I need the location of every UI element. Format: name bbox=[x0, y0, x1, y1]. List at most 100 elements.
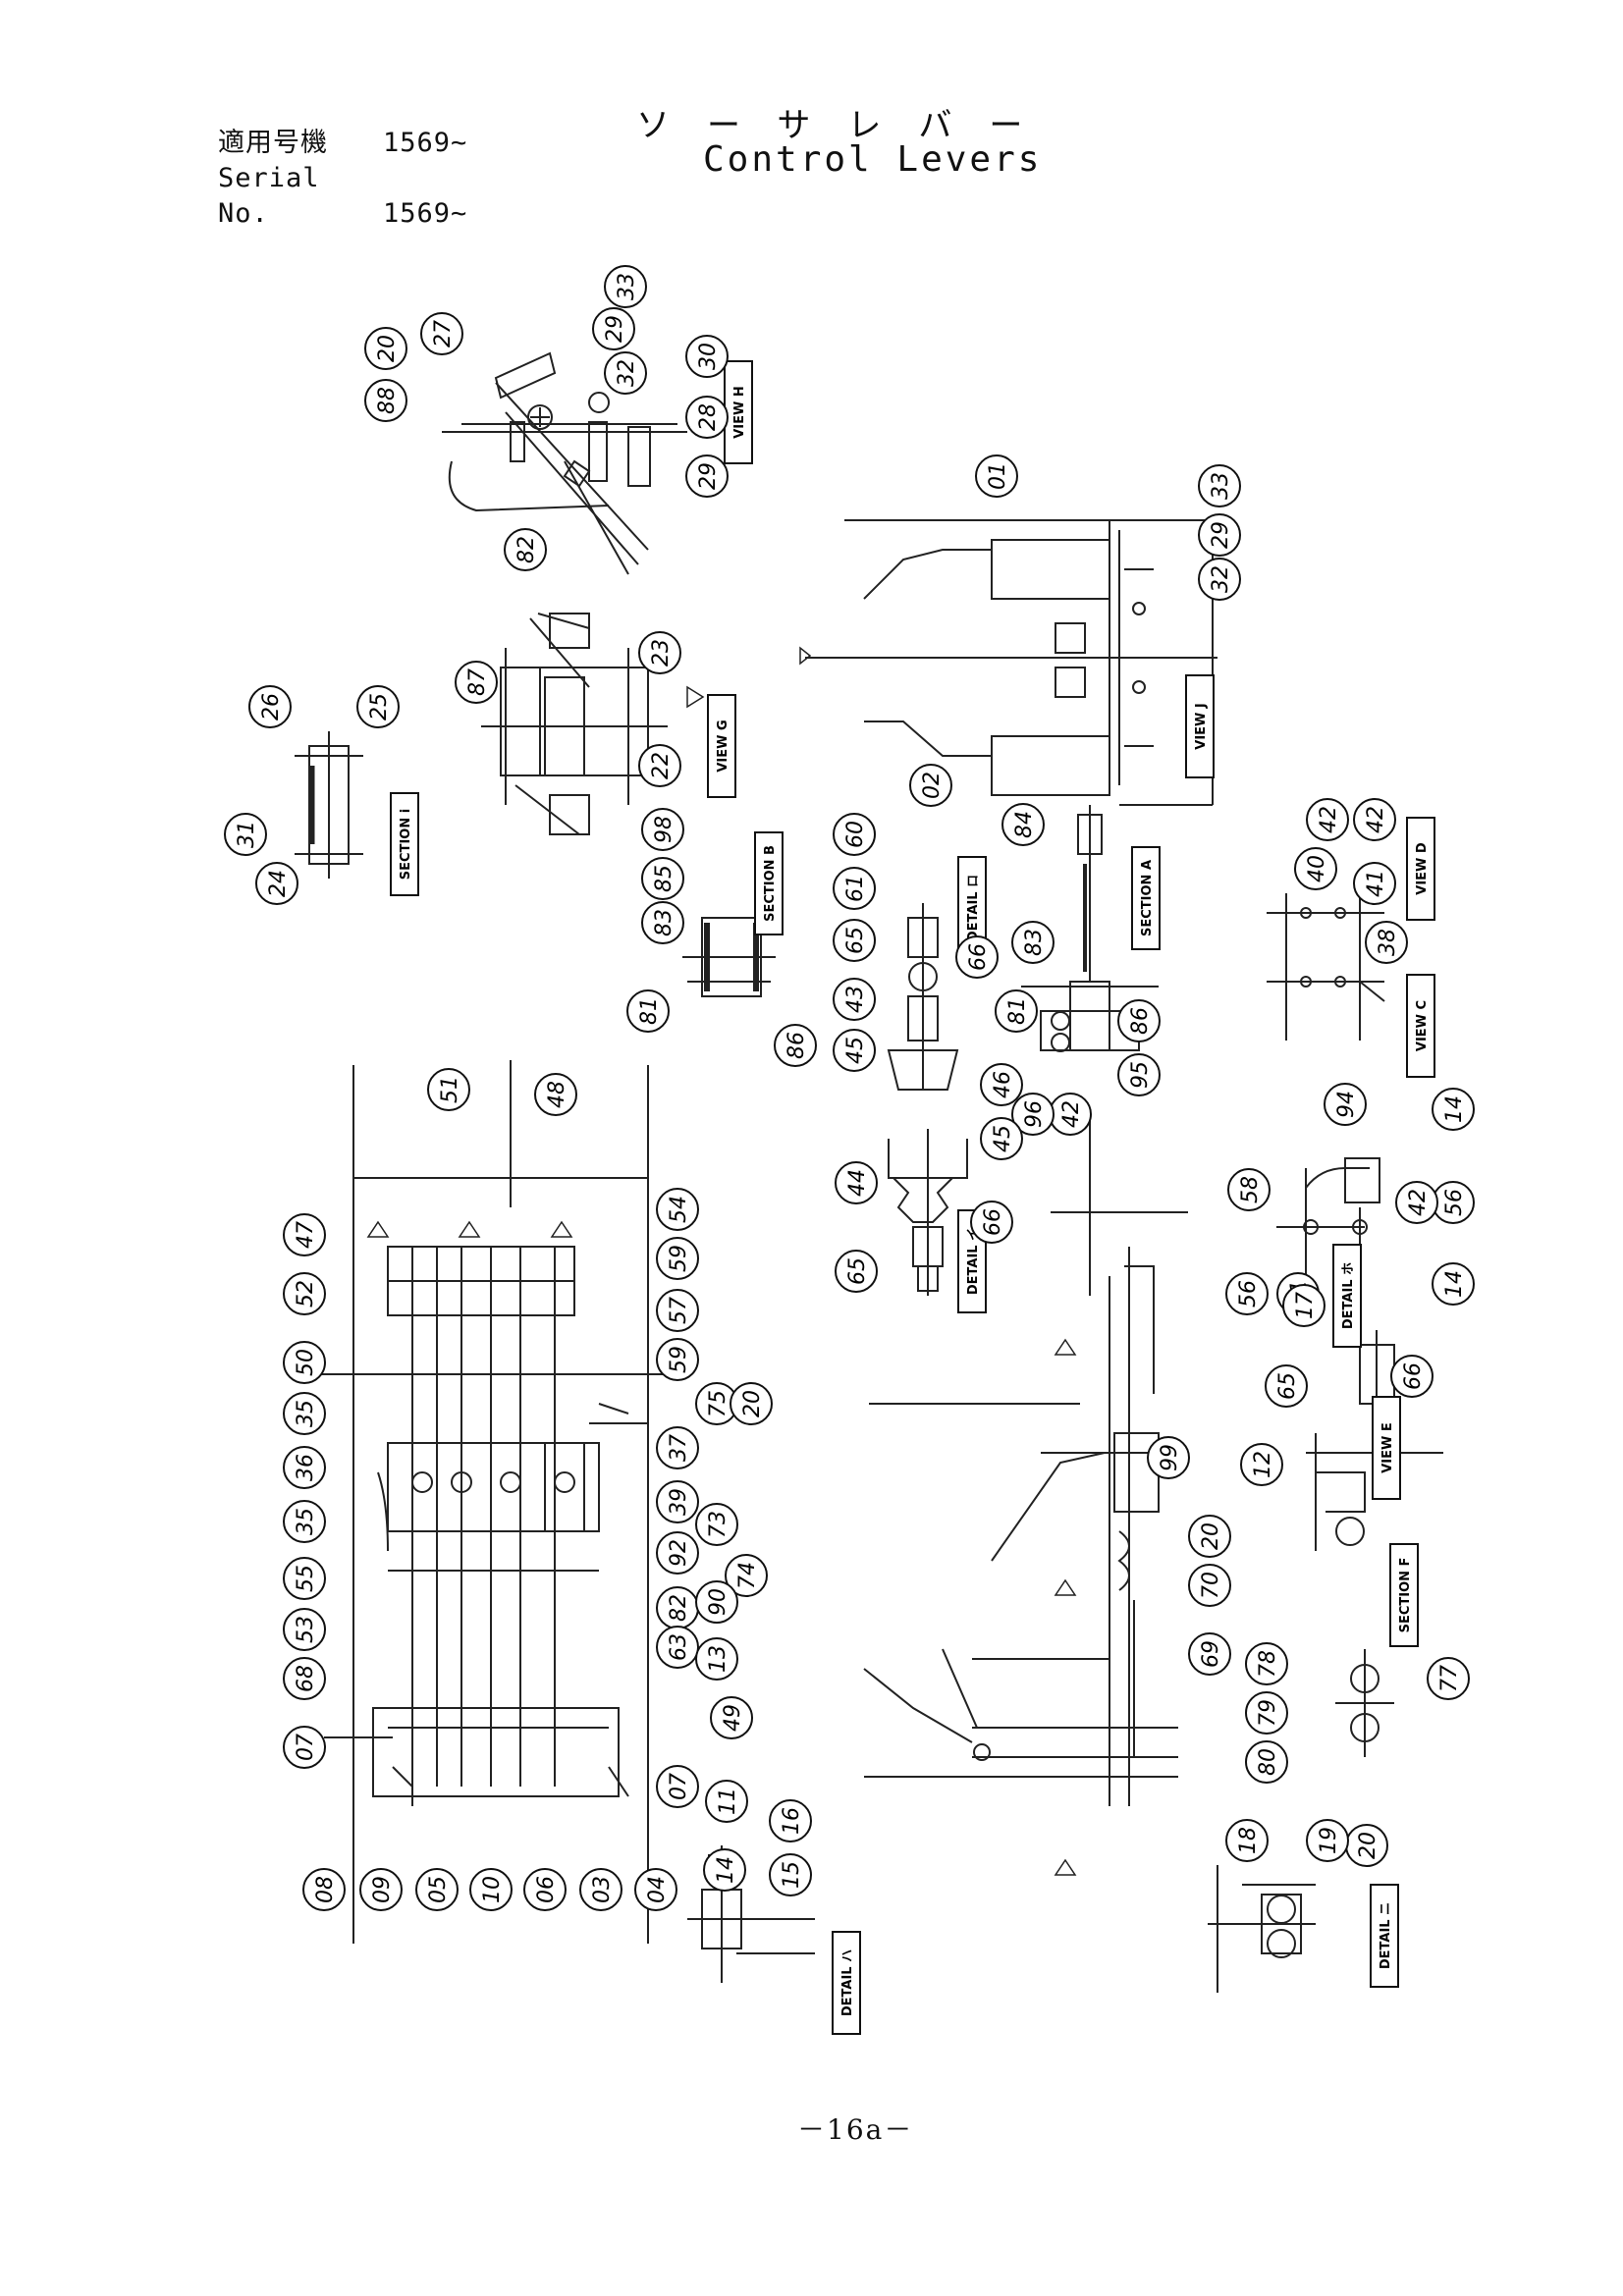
svg-text:DETAIL ホ: DETAIL ホ bbox=[1341, 1262, 1356, 1329]
part-callout: 37 bbox=[656, 1426, 699, 1469]
callout-number: 14 bbox=[1442, 1095, 1467, 1123]
part-callout: 31 bbox=[224, 813, 267, 856]
part-callout: 41 bbox=[1353, 862, 1396, 905]
part-callout: 25 bbox=[356, 685, 400, 728]
part-callout: 53 bbox=[283, 1608, 326, 1651]
svg-text:VIEW J: VIEW J bbox=[1194, 703, 1209, 749]
callout-circle bbox=[995, 989, 1038, 1033]
part-callout: 42 bbox=[1395, 1181, 1438, 1224]
part-callout: 35 bbox=[283, 1500, 326, 1543]
callout-circle bbox=[1245, 1691, 1288, 1735]
callout-number: 06 bbox=[534, 1876, 559, 1903]
section-f-drawing bbox=[1335, 1649, 1394, 1757]
callout-number: 90 bbox=[706, 1588, 730, 1616]
callout-number: 82 bbox=[667, 1594, 691, 1622]
callout-circle bbox=[579, 1868, 622, 1911]
callout-circle bbox=[455, 661, 498, 704]
title-english: Control Levers bbox=[703, 139, 1043, 180]
callout-number: 32 bbox=[615, 359, 639, 387]
section-tag-b: SECTION B bbox=[754, 831, 784, 935]
callout-circle bbox=[705, 1780, 748, 1823]
part-callout: 02 bbox=[909, 764, 952, 807]
callout-number: 83 bbox=[652, 909, 676, 936]
callout-number: 38 bbox=[1376, 929, 1400, 956]
callout-circle bbox=[656, 1426, 699, 1469]
svg-text:DETAIL イ: DETAIL イ bbox=[966, 1228, 981, 1295]
part-callout: 32 bbox=[604, 351, 647, 395]
part-callout: 39 bbox=[656, 1480, 699, 1523]
callout-circle bbox=[415, 1868, 459, 1911]
part-callout: 52 bbox=[283, 1272, 326, 1315]
callout-number: 50 bbox=[294, 1349, 318, 1376]
callout-number: 16 bbox=[780, 1807, 804, 1835]
view-tag-j: VIEW J bbox=[1185, 674, 1215, 778]
callout-circle bbox=[909, 764, 952, 807]
svg-text:VIEW D: VIEW D bbox=[1415, 842, 1430, 895]
callout-number: 92 bbox=[667, 1539, 691, 1567]
part-callout: 42 bbox=[1353, 798, 1396, 841]
callout-circle bbox=[420, 312, 463, 355]
callout-number: 66 bbox=[1401, 1362, 1426, 1390]
part-callout: 15 bbox=[769, 1853, 812, 1896]
callout-number: 48 bbox=[545, 1081, 569, 1108]
callout-number: 08 bbox=[313, 1876, 338, 1903]
callout-number: 70 bbox=[1199, 1572, 1223, 1599]
part-callout: 08 bbox=[302, 1868, 346, 1911]
callout-number: 87 bbox=[465, 668, 490, 696]
callout-circle bbox=[769, 1853, 812, 1896]
part-callout: 29 bbox=[1198, 513, 1241, 557]
callout-circle bbox=[1294, 847, 1337, 890]
part-callout: 33 bbox=[1198, 464, 1241, 507]
part-callout: 20 bbox=[364, 327, 407, 370]
part-callout: 28 bbox=[685, 396, 729, 439]
part-callout: 50 bbox=[283, 1341, 326, 1384]
part-callout: 59 bbox=[656, 1338, 699, 1381]
callout-number: 61 bbox=[843, 875, 868, 902]
part-callout: 45 bbox=[980, 1117, 1023, 1160]
part-callout: 58 bbox=[1227, 1168, 1271, 1211]
callout-number: 40 bbox=[1305, 855, 1329, 882]
part-callout: 05 bbox=[415, 1868, 459, 1911]
callout-number: 01 bbox=[986, 462, 1010, 490]
callout-circle bbox=[1324, 1083, 1367, 1126]
part-callout: 27 bbox=[420, 312, 463, 355]
callout-number: 56 bbox=[1236, 1280, 1261, 1308]
part-callout: 09 bbox=[359, 1868, 403, 1911]
svg-text:SECTION i: SECTION i bbox=[399, 809, 413, 880]
callout-circle bbox=[656, 1237, 699, 1280]
callout-number: 09 bbox=[370, 1876, 395, 1903]
callout-number: 04 bbox=[645, 1876, 670, 1903]
part-callout: 99 bbox=[1147, 1436, 1190, 1479]
part-callout: 18 bbox=[1225, 1819, 1269, 1862]
callout-circle bbox=[833, 1029, 876, 1072]
callout-circle bbox=[980, 1117, 1023, 1160]
callout-number: 35 bbox=[294, 1400, 318, 1427]
part-callout: 95 bbox=[1117, 1053, 1161, 1096]
callout-circle bbox=[656, 1480, 699, 1523]
detail-tag-ha: DETAIL ハ bbox=[832, 1931, 861, 2035]
callout-number: 31 bbox=[235, 821, 259, 848]
part-callout: 22 bbox=[638, 744, 681, 787]
callout-number: 66 bbox=[981, 1208, 1005, 1236]
part-callout: 14 bbox=[1432, 1088, 1475, 1131]
callout-number: 86 bbox=[1128, 1007, 1153, 1035]
part-callout: 74 bbox=[725, 1554, 768, 1597]
part-callout: 51 bbox=[427, 1068, 470, 1111]
callout-number: 42 bbox=[1317, 806, 1341, 833]
callout-circle bbox=[656, 1531, 699, 1575]
callout-number: 10 bbox=[480, 1876, 505, 1903]
view-tag-e: VIEW E bbox=[1372, 1396, 1401, 1500]
callout-circle bbox=[835, 1161, 878, 1204]
callout-number: 15 bbox=[780, 1861, 804, 1889]
detail-ro-drawing bbox=[887, 903, 959, 1091]
callout-number: 07 bbox=[667, 1773, 691, 1800]
detail-i-drawing bbox=[888, 1129, 968, 1296]
callout-circle bbox=[1188, 1632, 1231, 1676]
callout-circle bbox=[1117, 999, 1161, 1042]
callout-number: 82 bbox=[514, 536, 539, 563]
callout-circle bbox=[224, 813, 267, 856]
callout-circle bbox=[1198, 464, 1241, 507]
svg-text:VIEW H: VIEW H bbox=[732, 386, 747, 439]
callout-number: 55 bbox=[294, 1565, 318, 1592]
